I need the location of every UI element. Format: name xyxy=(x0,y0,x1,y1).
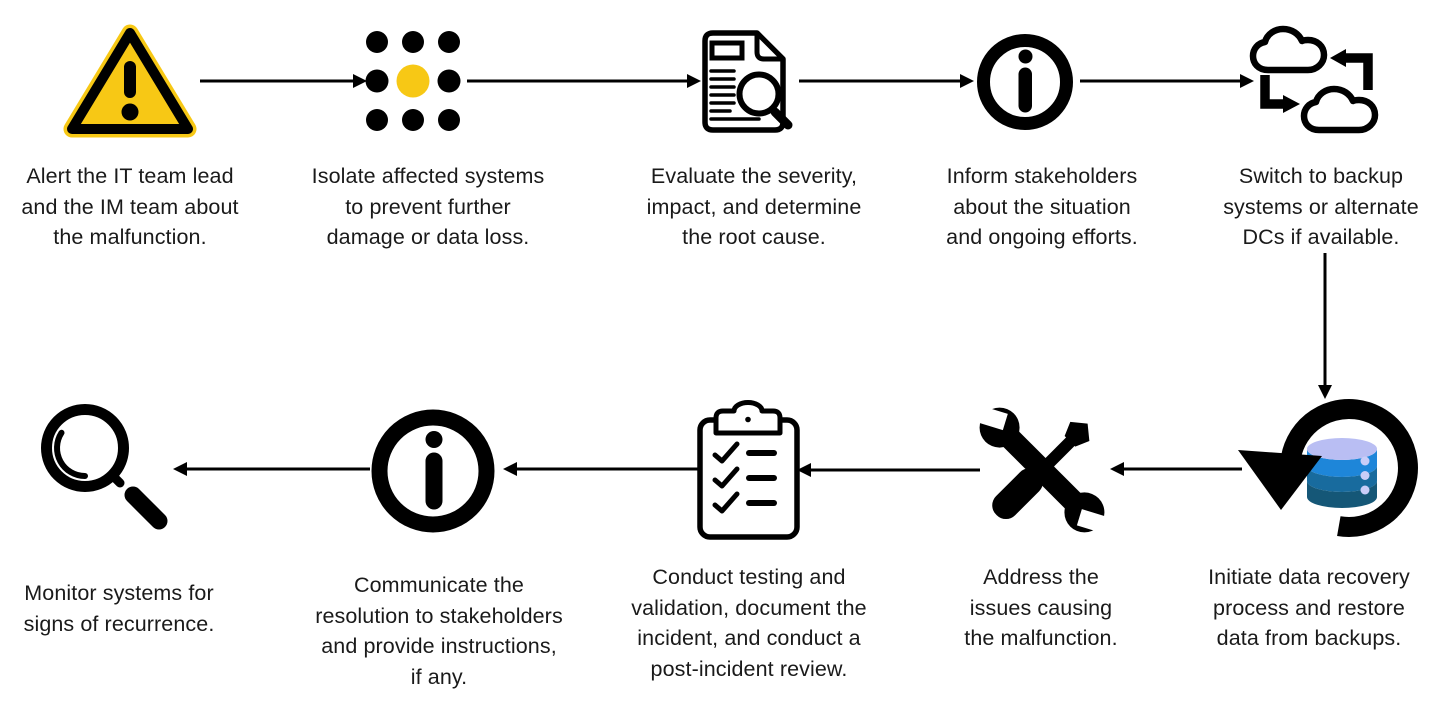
arrow-step7-step8 xyxy=(797,463,980,477)
step-10-caption: Monitor systems for signs of recurrence. xyxy=(23,581,215,636)
document-magnifier-icon xyxy=(702,30,793,133)
step-5-caption: Switch to backup systems or alternate DC… xyxy=(1223,164,1419,249)
step-1-caption: Alert the IT team lead and the IM team a… xyxy=(21,164,239,249)
warning-triangle-icon xyxy=(63,24,197,138)
screwdriver xyxy=(992,421,1090,520)
arrow-step2-step3 xyxy=(467,74,701,88)
step-7-caption: Address the issues causing the malfuncti… xyxy=(964,565,1118,650)
step-9-caption: Communicate the resolution to stakeholde… xyxy=(315,573,563,689)
arrow-step1-step2 xyxy=(200,74,367,88)
wrench-screwdriver-icon xyxy=(972,404,1113,535)
info-circle-icon xyxy=(977,34,1073,130)
checklist-clipboard-icon xyxy=(697,400,800,540)
arrow-step9-step10 xyxy=(173,462,370,476)
step-4-caption: Inform stakeholders about the situation … xyxy=(946,164,1138,249)
arrow-step3-step4 xyxy=(799,74,974,88)
database-cylinder xyxy=(1307,438,1377,508)
arrow-step4-step5 xyxy=(1080,74,1254,88)
cloud-bottom xyxy=(1300,85,1379,134)
step-3-caption: Evaluate the severity, impact, and deter… xyxy=(646,164,862,249)
cloud-top xyxy=(1249,25,1328,74)
info-circle-icon xyxy=(371,409,495,533)
step-8-caption: Conduct testing and validation, document… xyxy=(631,565,867,681)
step-2-caption: Isolate affected systems to prevent furt… xyxy=(311,164,545,249)
arrow-step8-step9 xyxy=(503,462,700,476)
cloud-sync-icon xyxy=(1249,25,1379,134)
isolate-systems-dots-icon xyxy=(365,31,461,131)
sync-arrow-up-left xyxy=(1330,49,1373,90)
arrow-step5-step6 xyxy=(1318,253,1332,399)
arrow-step6-step7 xyxy=(1110,462,1242,476)
step-6-caption: Initiate data recovery process and resto… xyxy=(1208,565,1410,650)
data-recovery-icon xyxy=(1238,398,1418,537)
magnifier-icon xyxy=(41,404,168,530)
sync-arrow-down-right xyxy=(1260,75,1300,113)
